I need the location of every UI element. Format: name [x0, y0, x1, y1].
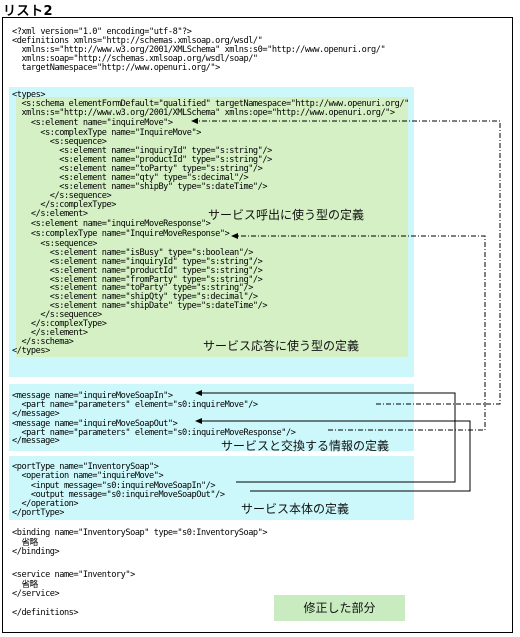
code-line: </s:element>	[12, 328, 88, 338]
legend-modified-part: 修正した部分	[274, 595, 405, 621]
arrow-response-element-ref	[231, 233, 486, 431]
code-line: <s:element name="productId" type="s:stri…	[12, 266, 263, 276]
code-line: </s:complexType>	[12, 200, 116, 210]
code-line: <s:complexType name="InquireMove">	[12, 128, 201, 138]
caption-messages: サービスと交換する情報の定義	[221, 439, 390, 453]
code-line: xmlns:soap="http://schemas.xmlsoap.org/w…	[12, 54, 258, 64]
code-line: <?xml version="1.0" encoding="utf-8"?>	[12, 27, 192, 37]
code-line: <portType name="InventorySoap">	[12, 462, 159, 472]
arrow-output-message-ref	[195, 418, 471, 492]
code-line: <s:element name="inquireMove">	[12, 118, 173, 128]
response-type-area	[16, 226, 408, 357]
porttype-highlight	[9, 456, 414, 520]
code-line: 省略	[12, 580, 38, 590]
code-line: <s:element name="productId" type="s:stri…	[12, 155, 272, 165]
messages-highlight	[9, 384, 414, 451]
code-line: <part name="parameters" element="s0:inqu…	[12, 400, 258, 410]
code-line: </operation>	[12, 499, 79, 509]
code-line: </types>	[12, 346, 50, 356]
code-line: <s:element name="shipBy" type="s:dateTim…	[12, 182, 268, 192]
code-line: <s:schema elementFormDefault="qualified"…	[12, 99, 409, 109]
code-line: <s:element name="isBusy" type="s:boolean…	[12, 248, 254, 258]
code-line: <s:sequence>	[12, 137, 107, 147]
code-line: <input message="s0:inquireMoveSoapIn"/>	[12, 481, 216, 491]
code-line: <message name="inquireMoveSoapOut">	[12, 419, 178, 429]
arrow-request-element-ref	[191, 118, 501, 405]
code-line: <s:element name="toParty" type="s:string…	[12, 283, 254, 293]
code-line: <s:element name="toParty" type="s:string…	[12, 164, 263, 174]
code-line: </service>	[12, 589, 60, 599]
code-line: </message>	[12, 436, 60, 446]
code-line: </portType>	[12, 508, 64, 518]
code-line: </s:sequence>	[12, 310, 102, 320]
code-line: <part name="parameters" element="s0:inqu…	[12, 428, 296, 438]
listing-frame	[2, 17, 513, 633]
code-line: <message name="inquireMoveSoapIn">	[12, 391, 173, 401]
caption-request-type: サービス呼出に使う型の定義	[208, 208, 365, 222]
code-line: <output message="s0:inquireMoveSoapOut"/…	[12, 490, 225, 500]
code-line: <s:element name="fromParty" type="s:stri…	[12, 275, 263, 285]
code-line: </s:sequence>	[12, 191, 112, 201]
code-line: 省略	[12, 538, 38, 548]
code-line: <s:element name="qty" type="s:decimal"/>	[12, 173, 249, 183]
code-line: <binding name="InventorySoap" type="s0:I…	[12, 528, 268, 538]
caption-response-type: サービス応答に使う型の定義	[203, 339, 360, 353]
code-line: targetNamespace="http://www.openuri.org/…	[12, 63, 220, 73]
code-line: <types>	[12, 90, 46, 100]
code-line: <definitions xmlns="http://schemas.xmlso…	[12, 36, 263, 46]
caption-port-type: サービス本体の定義	[241, 502, 350, 516]
code-line: <s:element name="shipQty" type="s:decima…	[12, 292, 258, 302]
code-line: </definitions>	[12, 608, 79, 618]
code-line: <s:element name="shipDate" type="s:dateT…	[12, 301, 268, 311]
listing-title: リスト2	[3, 4, 54, 19]
code-line: </message>	[12, 409, 60, 419]
code-line: <s:sequence>	[12, 239, 98, 249]
arrow-input-message-ref	[195, 390, 456, 483]
code-line: </s:complexType>	[12, 319, 107, 329]
code-line: xmlns:s="http://www.w3.org/2001/XMLSchem…	[12, 108, 395, 118]
code-line: </binding>	[12, 547, 60, 557]
code-line: </s:schema>	[12, 337, 74, 347]
code-line: <s:element name="inquiryId" type="s:stri…	[12, 146, 272, 156]
code-line: xmlns:s="http://www.w3.org/2001/XMLSchem…	[12, 45, 386, 55]
code-line: <service name="Inventory">	[12, 570, 135, 580]
code-line: <s:element name="inquireMoveResponse">	[12, 219, 211, 229]
request-type-area	[16, 97, 408, 226]
code-line: <s:complexType name="InquireMoveResponse…	[12, 229, 230, 239]
code-line: <s:element name="inquiryId" type="s:stri…	[12, 257, 263, 267]
code-line: </s:element>	[12, 209, 88, 219]
code-line: <operation name="inquireMove">	[12, 471, 164, 481]
